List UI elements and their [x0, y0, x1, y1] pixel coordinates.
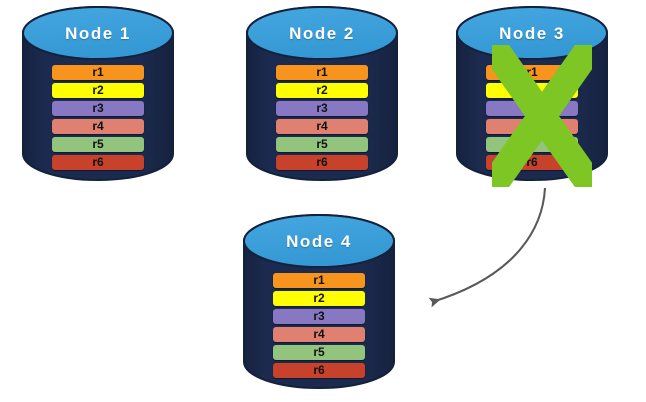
data-row-r1[interactable]: r1 [273, 273, 365, 288]
data-row-r3[interactable]: r3 [273, 309, 365, 324]
node-row-list: r1 r2 r3 r4 r5 r6 [243, 273, 395, 378]
cylinder-top-ellipse [456, 6, 608, 60]
cylinder-top-ellipse [246, 6, 398, 60]
cylinder-top-ellipse [243, 214, 395, 268]
data-row-r2[interactable]: r2 [276, 83, 368, 98]
node-row-list: r1 r2 r3 r4 r5 r6 [456, 65, 608, 170]
data-row-r4[interactable]: r4 [52, 119, 144, 134]
node-row-list: r1 r2 r3 r4 r5 r6 [246, 65, 398, 170]
data-row-r2[interactable]: r2 [486, 83, 578, 98]
node-row-list: r1 r2 r3 r4 r5 r6 [22, 65, 174, 170]
data-row-r3[interactable]: r3 [276, 101, 368, 116]
data-row-r5[interactable]: r5 [273, 345, 365, 360]
data-row-r4[interactable]: r4 [276, 119, 368, 134]
data-row-r6[interactable]: r6 [52, 155, 144, 170]
data-row-r1[interactable]: r1 [52, 65, 144, 80]
data-row-r1[interactable]: r1 [486, 65, 578, 80]
data-row-r5[interactable]: r5 [486, 137, 578, 152]
data-row-r6[interactable]: r6 [486, 155, 578, 170]
data-row-r4[interactable]: r4 [486, 119, 578, 134]
data-row-r1[interactable]: r1 [276, 65, 368, 80]
data-row-r5[interactable]: r5 [52, 137, 144, 152]
data-row-r2[interactable]: r2 [52, 83, 144, 98]
data-row-r5[interactable]: r5 [276, 137, 368, 152]
data-row-r3[interactable]: r3 [486, 101, 578, 116]
data-row-r4[interactable]: r4 [273, 327, 365, 342]
data-row-r6[interactable]: r6 [276, 155, 368, 170]
data-row-r3[interactable]: r3 [52, 101, 144, 116]
data-row-r2[interactable]: r2 [273, 291, 365, 306]
data-row-r6[interactable]: r6 [273, 363, 365, 378]
cylinder-top-ellipse [22, 6, 174, 60]
